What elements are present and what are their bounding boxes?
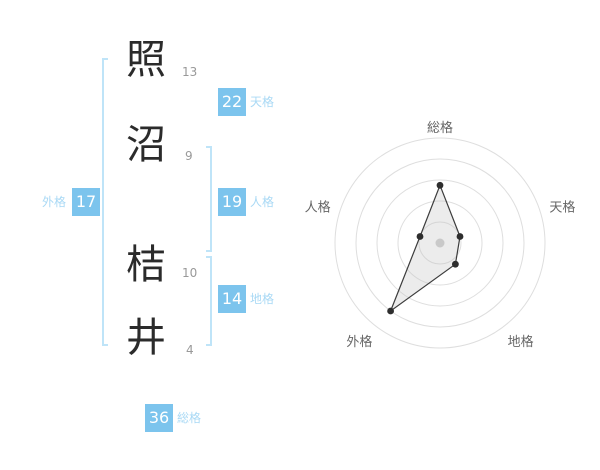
chikaku-label: 地格 (250, 292, 275, 306)
chikaku-badge: 14 (218, 285, 246, 313)
gaikaku-label: 外格 (42, 195, 67, 209)
stroke-count-1: 13 (182, 65, 198, 79)
radar-axis-label: 天格 (549, 200, 575, 216)
tenkaku-badge: 22 (218, 88, 246, 116)
gaikaku-bracket (102, 58, 108, 346)
soukaku-label: 総格 (177, 411, 202, 425)
name-char-3: 桔 (126, 242, 166, 288)
jinkaku-bracket (206, 146, 212, 252)
chikaku-bracket (206, 256, 212, 346)
radar-axis-label: 総格 (427, 120, 453, 136)
radar-chart: 総格天格地格 外格 人格 (300, 103, 595, 383)
jinkaku-badge: 19 (218, 188, 246, 216)
stroke-count-2: 9 (185, 149, 193, 163)
stroke-count-4: 4 (186, 343, 194, 357)
jinkaku-label: 人格 (250, 195, 275, 209)
name-char-4: 井 (126, 315, 166, 361)
gaikaku-badge: 17 (72, 188, 100, 216)
name-char-1: 照 (126, 37, 166, 83)
tenkaku-label: 天格 (250, 95, 275, 109)
stroke-count-3: 10 (182, 266, 198, 280)
name-char-2: 沼 (126, 122, 166, 168)
radar-axis-label: 外格 (346, 334, 372, 350)
radar-axis-label: 地格 (508, 334, 534, 350)
radar-axis-label: 人格 (305, 200, 331, 216)
soukaku-badge: 36 (145, 404, 173, 432)
